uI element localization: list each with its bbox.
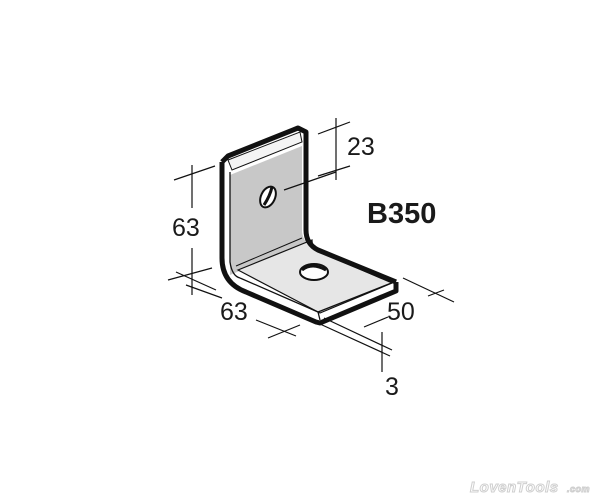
- vertical-hole: [259, 185, 277, 209]
- model-label: B350: [367, 198, 436, 230]
- dimension-depth-label: 50: [387, 298, 415, 326]
- watermark-suffix: .com: [567, 484, 590, 494]
- dimension-hole-offset-label: 23: [347, 133, 375, 161]
- angle-bracket: [219, 125, 399, 326]
- dimension-thickness-label: 3: [385, 373, 399, 401]
- dimension-height-label: 63: [172, 214, 200, 242]
- dimension-width-label: 63: [220, 298, 248, 326]
- watermark: LovenTools .com: [470, 479, 591, 497]
- horizontal-hole: [299, 263, 329, 281]
- watermark-brand: LovenTools: [470, 479, 559, 496]
- dimension-lines: [167, 118, 455, 372]
- top-edge: [227, 131, 303, 171]
- bracket-outline: [219, 125, 399, 326]
